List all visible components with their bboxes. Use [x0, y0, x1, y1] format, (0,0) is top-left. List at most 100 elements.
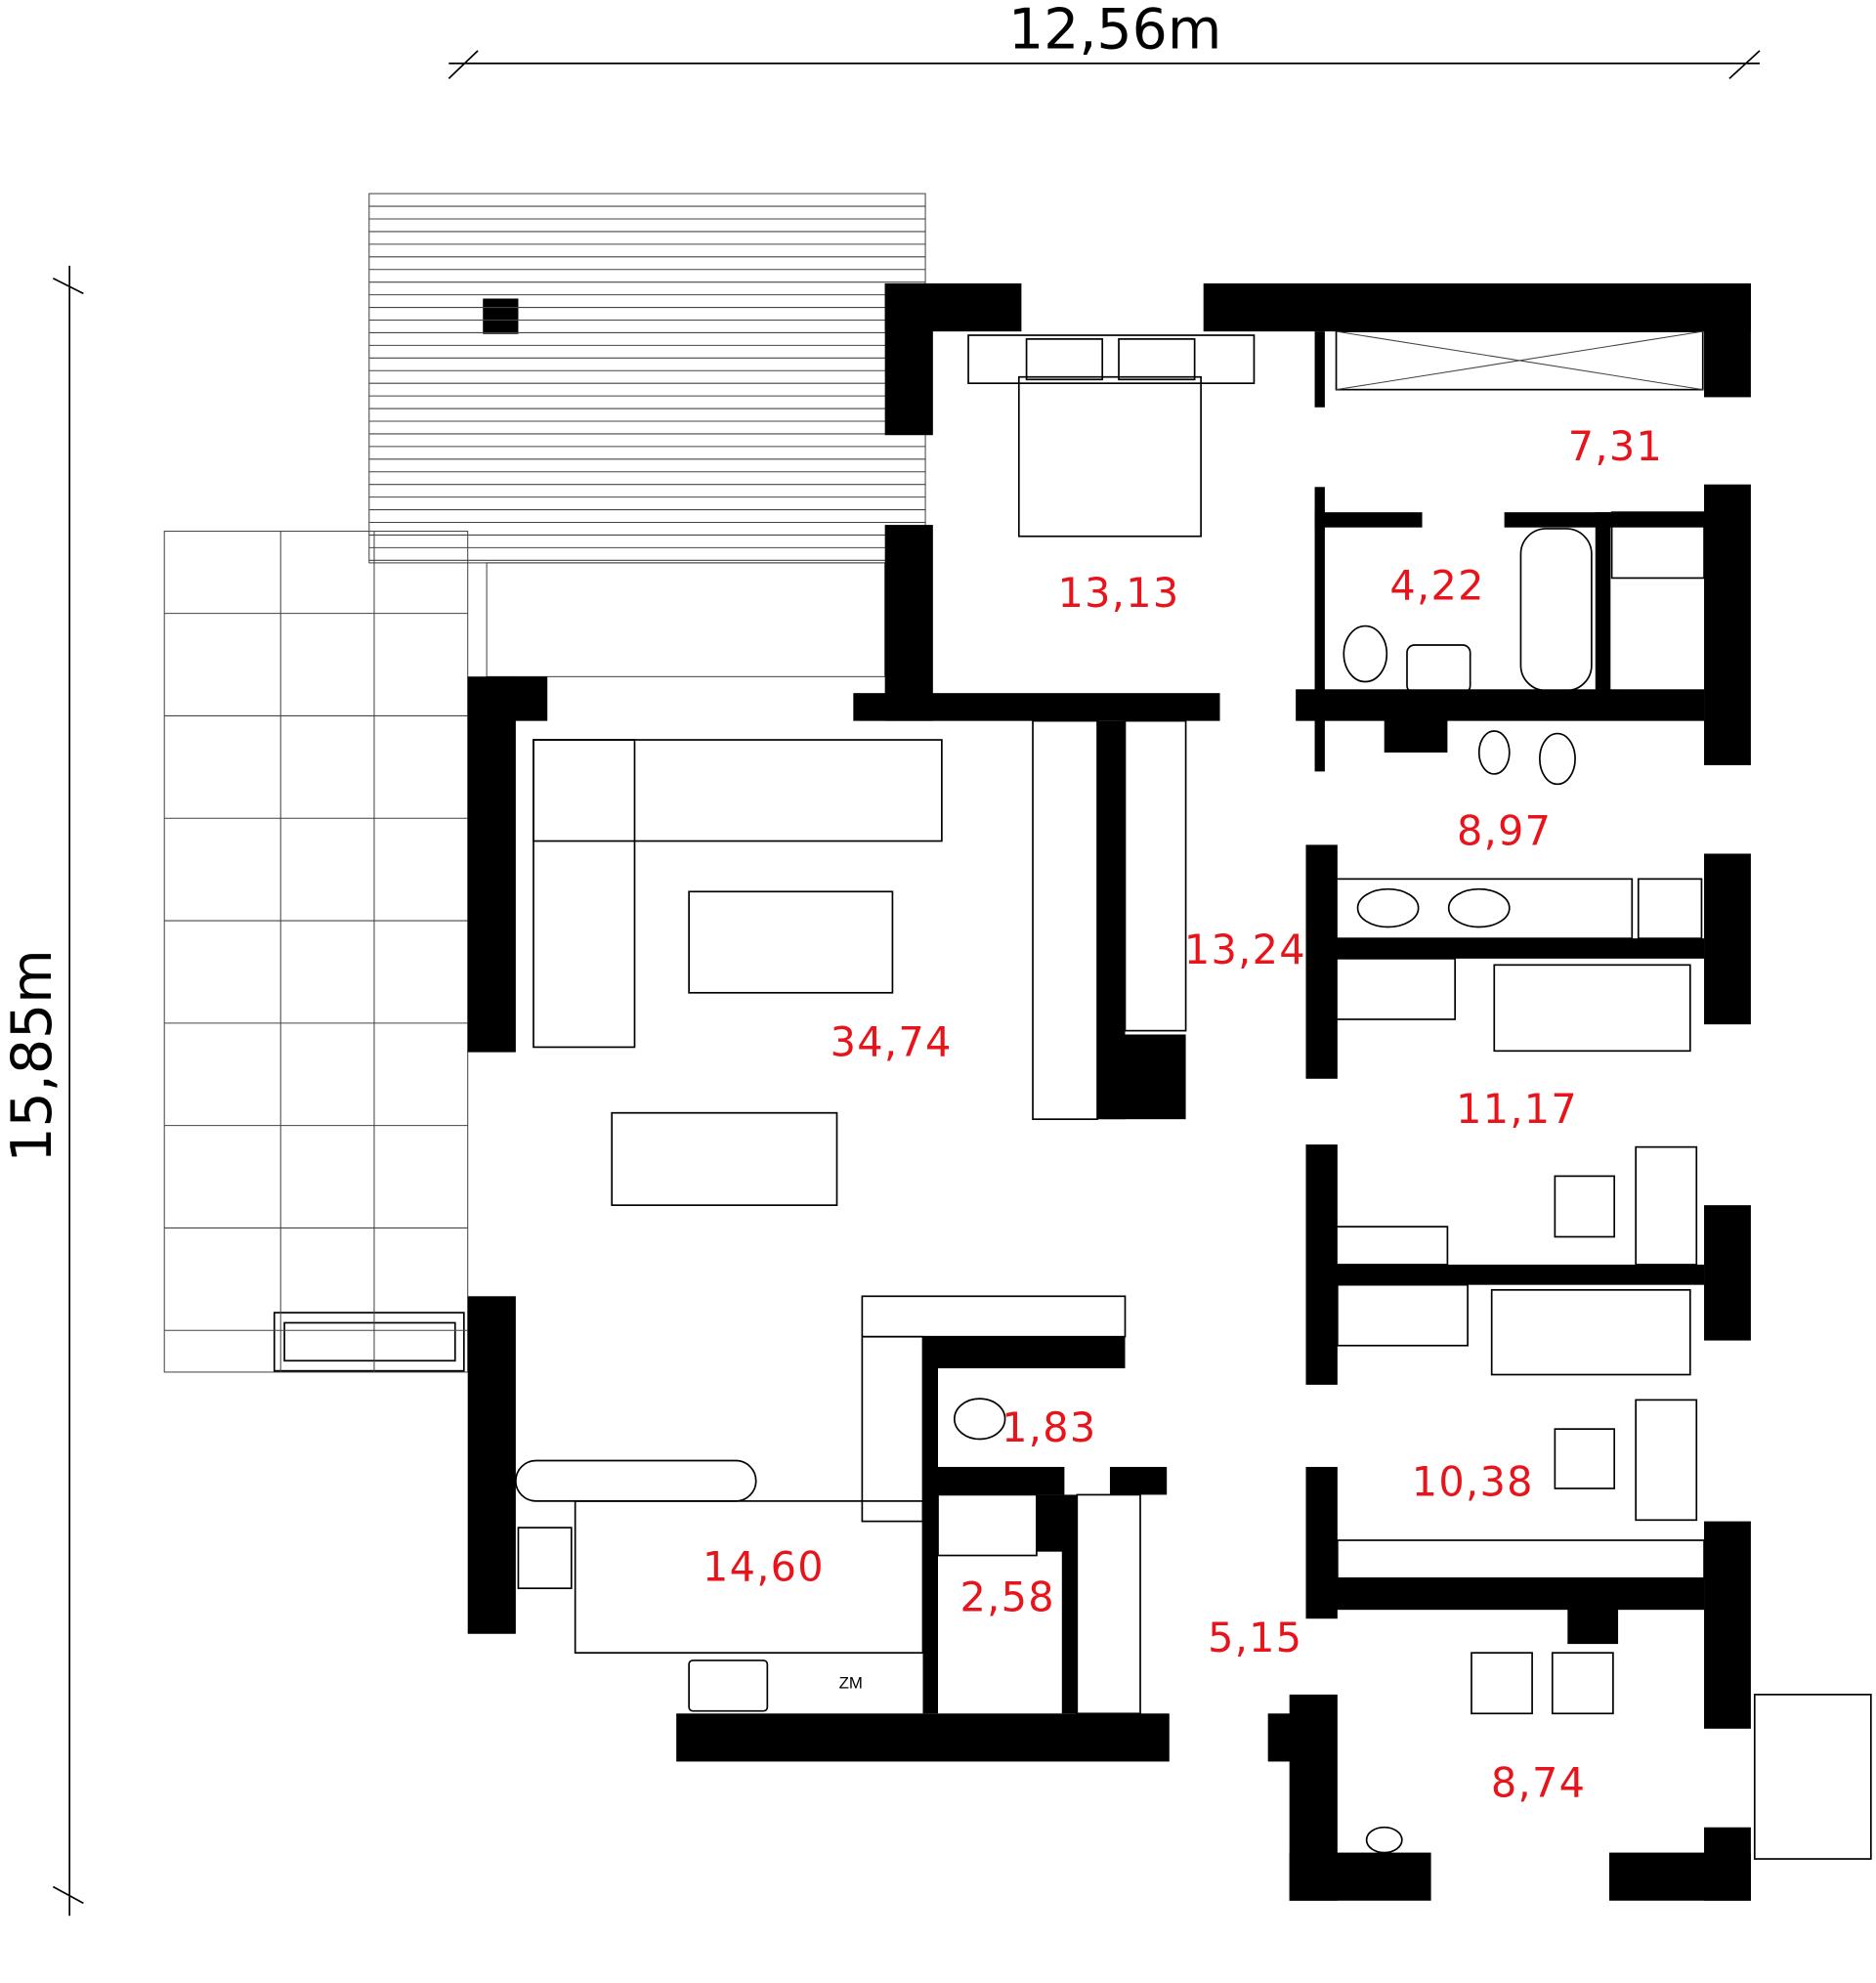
- wall-segment: [884, 282, 933, 436]
- width-label: 12,56m: [1008, 0, 1221, 62]
- wall-segment: [1109, 1466, 1168, 1495]
- area-wc: 1,83: [1002, 1404, 1096, 1451]
- furniture-item: [1406, 644, 1471, 695]
- wall-segment: [1704, 1521, 1751, 1729]
- sanitary-fixture: [1539, 732, 1576, 786]
- furniture-item: [1017, 375, 1202, 538]
- wall-segment: [467, 1296, 516, 1634]
- furniture-item: [1635, 1399, 1698, 1522]
- furniture-item: [1493, 964, 1691, 1053]
- wall-segment: [1704, 282, 1751, 398]
- planter-box: [273, 1312, 465, 1372]
- wall-segment: [1595, 512, 1611, 703]
- area-bedroom-master: 13,13: [1058, 570, 1180, 617]
- sink-unit-label: ZM: [839, 1673, 863, 1692]
- sanitary-fixture: [1365, 1826, 1403, 1854]
- wall-segment: [1704, 853, 1751, 1025]
- chimney: [483, 298, 519, 334]
- wall-segment: [922, 1336, 938, 1714]
- furniture-item: [517, 1527, 573, 1590]
- furniture-item: [1118, 338, 1196, 381]
- wall-segment: [1321, 938, 1705, 959]
- sanitary-fixture: [953, 1398, 1006, 1441]
- area-hall: 13,24: [1184, 927, 1306, 973]
- wall-segment: [1567, 1606, 1619, 1645]
- room-area-labels: 13,13 7,31 4,22 8,97 13,24 34,74 11,17 1…: [703, 423, 1663, 1807]
- wall-segment: [1314, 512, 1423, 528]
- furniture-item: [574, 1500, 924, 1654]
- furniture-item: [1753, 1694, 1872, 1860]
- sanitary-fixture: [1356, 887, 1420, 928]
- furniture-item: [1076, 1493, 1141, 1715]
- wall-segment: [1203, 282, 1751, 332]
- furniture-item: [688, 1660, 769, 1712]
- furniture-item: [1025, 338, 1104, 381]
- furniture-item: [1551, 1652, 1614, 1715]
- furniture-item: [1324, 958, 1457, 1020]
- furniture-item: [533, 739, 943, 842]
- wall-segment: [1321, 1264, 1705, 1285]
- furniture-item: [688, 890, 894, 994]
- width-dimension: 12,56m: [448, 0, 1761, 79]
- planter-box: [283, 1321, 456, 1362]
- furniture-item: [1519, 528, 1593, 692]
- wall-segment: [1704, 484, 1751, 765]
- area-kitchen: 14,60: [703, 1543, 825, 1590]
- sanitary-fixture: [1477, 730, 1511, 775]
- area-living-room: 34,74: [831, 1018, 953, 1065]
- furniture-item: [1032, 719, 1098, 1121]
- furniture-item: [1554, 1175, 1616, 1238]
- furniture-item: [967, 334, 1256, 385]
- furniture-item: [1635, 1145, 1698, 1266]
- furniture-item: [515, 1459, 757, 1502]
- area-pantry: 2,58: [959, 1573, 1054, 1620]
- wall-segment: [853, 693, 1220, 721]
- area-bedroom-2: 11,17: [1456, 1086, 1578, 1133]
- wall-segment: [1384, 708, 1448, 753]
- wall-segment: [1314, 487, 1325, 772]
- furniture-item: [1335, 330, 1704, 391]
- furniture-item: [1124, 719, 1187, 1032]
- furniture-item: [1637, 878, 1703, 940]
- wall-segment: [1036, 1494, 1065, 1552]
- sanitary-fixture: [1343, 625, 1388, 683]
- area-utility-room: 8,74: [1491, 1760, 1586, 1807]
- area-bathroom: 4,22: [1389, 562, 1484, 609]
- walls: [467, 282, 1751, 1901]
- area-bedroom-3: 10,38: [1412, 1459, 1534, 1506]
- wall-segment: [1097, 1034, 1186, 1120]
- furniture-item: [861, 1335, 924, 1523]
- wall-segment: [1305, 844, 1338, 1079]
- furniture-item: [533, 739, 636, 1049]
- area-entrance: 5,15: [1208, 1615, 1302, 1661]
- wall-segment: [467, 676, 516, 1053]
- furniture-item: [1554, 1428, 1616, 1489]
- area-wardrobe: 7,31: [1568, 423, 1663, 470]
- furniture-item: [1490, 1288, 1691, 1376]
- wall-segment: [1314, 331, 1325, 408]
- wall-segment: [1609, 1852, 1751, 1901]
- furniture: ZM: [515, 330, 1872, 1860]
- wall-segment: [884, 525, 933, 721]
- furniture-item: [1336, 1283, 1469, 1347]
- furniture-item: [1610, 511, 1705, 580]
- wall-segment: [676, 1713, 1170, 1762]
- wall-segment: [1321, 1577, 1705, 1611]
- depth-dimension: 15,85m: [0, 265, 84, 1917]
- furniture-item: [1471, 1652, 1533, 1715]
- depth-label: 15,85m: [0, 949, 64, 1162]
- furniture-item: [1326, 1226, 1449, 1266]
- sanitary-fixture: [1447, 887, 1511, 928]
- wall-segment: [1296, 689, 1705, 721]
- terrace-outline: [486, 562, 886, 677]
- wall-segment: [938, 1466, 1065, 1495]
- area-bathroom-2: 8,97: [1457, 807, 1552, 854]
- wall-segment: [1289, 1694, 1338, 1901]
- terrace-outline: [368, 193, 926, 564]
- wall-segment: [1061, 1494, 1078, 1714]
- furniture-item: [611, 1111, 838, 1206]
- furniture-item: [861, 1295, 1127, 1338]
- terrace-outline: [163, 531, 469, 1373]
- furniture-item: [1324, 878, 1634, 940]
